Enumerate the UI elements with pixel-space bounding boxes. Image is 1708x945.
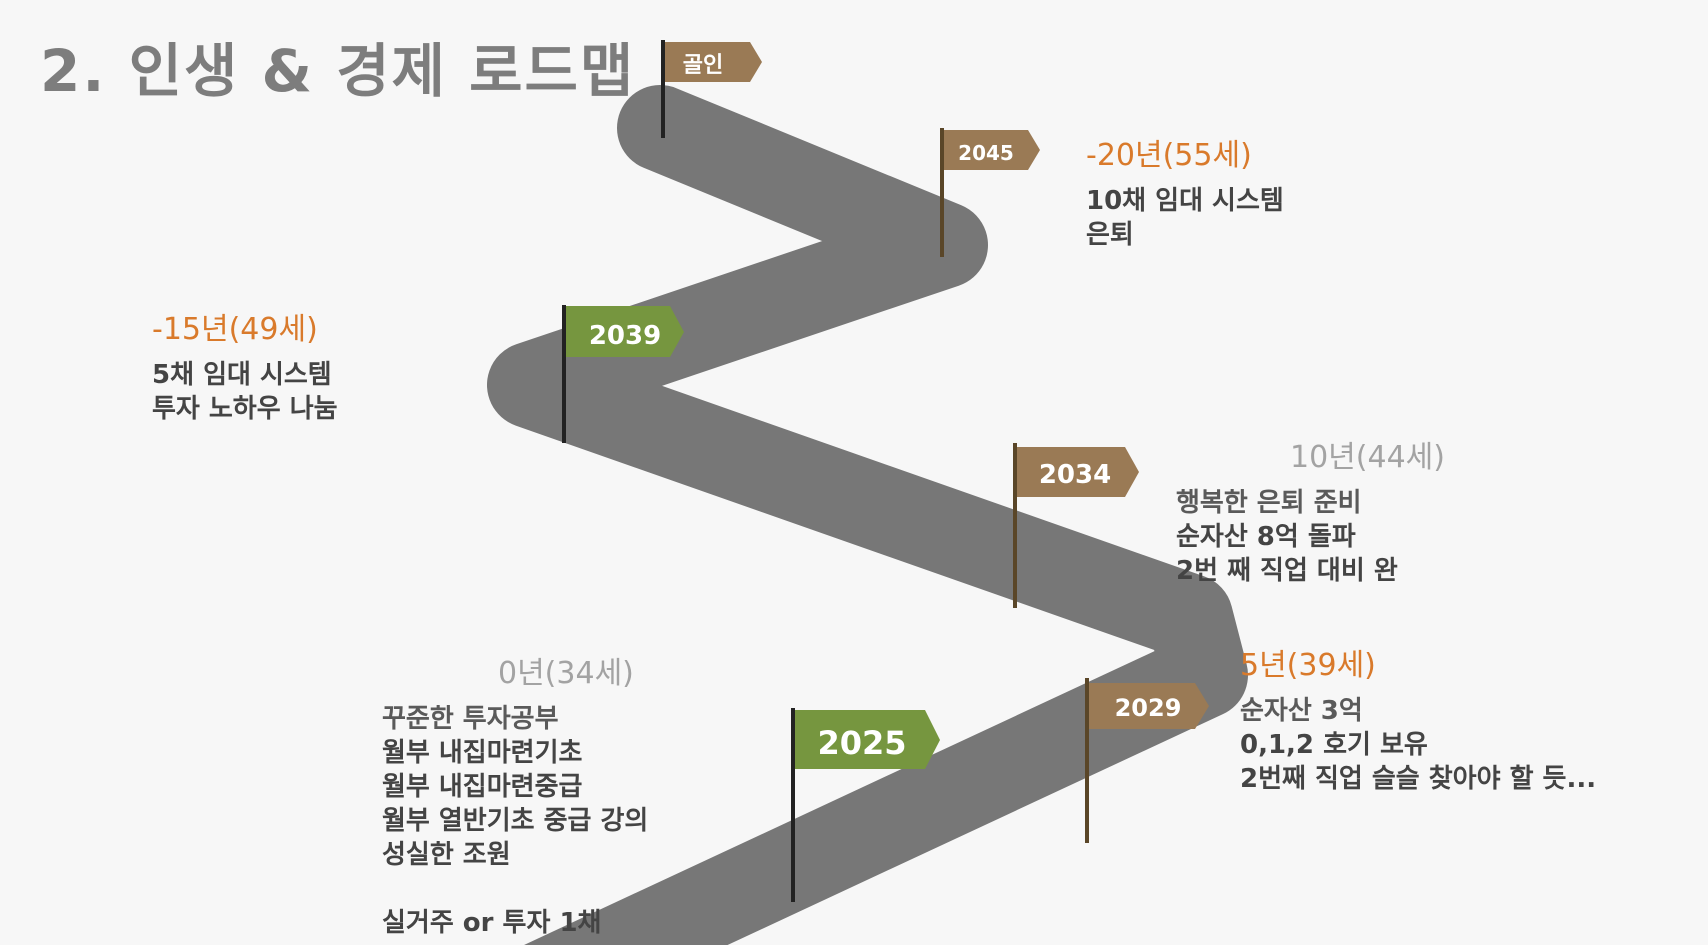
milestone-line: 성실한 조원 xyxy=(382,840,511,870)
milestone-line: 행복한 은퇴 준비 xyxy=(1176,488,1362,518)
milestone-line: 2번째 직업 슬슬 찾아야 할 듯... xyxy=(1240,764,1597,794)
milestone-20y: -20년(55세) 10채 임대 시스템 은퇴 xyxy=(1086,138,1284,252)
milestone-line: 은퇴 xyxy=(1086,220,1134,250)
milestone-line: 5채 임대 시스템 xyxy=(152,360,332,390)
flag-2039: 2039 xyxy=(562,305,684,443)
milestone-line: 순자산 8억 돌파 xyxy=(1176,522,1356,552)
flag-goal-label: 골인 xyxy=(683,53,723,78)
milestone-line: 실거주 or 투자 1채 xyxy=(382,908,602,938)
flag-2034: 2034 xyxy=(1013,443,1139,608)
milestone-line: 월부 내집마련중급 xyxy=(382,772,583,802)
flag-2034-banner xyxy=(1017,447,1139,497)
flag-2029: 2029 xyxy=(1085,678,1209,843)
milestone-line xyxy=(382,872,648,906)
flag-2029-banner xyxy=(1089,683,1209,729)
flag-2045-label: 2045 xyxy=(958,141,1014,165)
flag-2045: 2045 xyxy=(940,128,1040,257)
milestone-line: 2번 째 직업 대비 완 xyxy=(1176,556,1398,586)
flag-2029-label: 2029 xyxy=(1115,694,1182,722)
milestone-period: 5년(39세) xyxy=(1240,648,1376,683)
flag-goal-banner xyxy=(665,42,762,82)
milestone-line: 월부 내집마련기초 xyxy=(382,738,583,768)
milestone-line: 0,1,2 호기 보유 xyxy=(1240,730,1428,760)
milestone-0y: 0년(34세) 꾸준한 투자공부 월부 내집마련기초 월부 내집마련중급 월부 … xyxy=(382,656,648,940)
milestone-period: 0년(34세) xyxy=(498,656,634,691)
flag-2039-label: 2039 xyxy=(589,321,661,351)
flag-2025-label: 2025 xyxy=(817,724,906,762)
milestone-line: 꾸준한 투자공부 xyxy=(382,704,559,734)
flag-2034-label: 2034 xyxy=(1039,460,1111,490)
flag-2039-banner xyxy=(566,306,684,357)
milestone-period: 10년(44세) xyxy=(1290,440,1445,475)
page-title: 2. 인생 & 경제 로드맵 xyxy=(40,37,636,105)
flag-2025: 2025 xyxy=(791,708,940,902)
flag-2025-banner xyxy=(795,710,940,769)
milestone-line: 순자산 3억 xyxy=(1240,696,1363,726)
milestone-line: 투자 노하우 나눔 xyxy=(152,394,338,424)
milestone-line: 월부 열반기초 중급 강의 xyxy=(382,806,649,836)
milestone-line: 10채 임대 시스템 xyxy=(1086,186,1284,216)
milestone-period: -20년(55세) xyxy=(1086,138,1252,173)
milestone-15y: -15년(49세) 5채 임대 시스템 투자 노하우 나눔 xyxy=(152,312,338,426)
milestone-10y: 10년(44세) 행복한 은퇴 준비 순자산 8억 돌파 2번 째 직업 대비 … xyxy=(1176,440,1445,588)
flag-goal: 골인 xyxy=(661,40,762,138)
milestone-5y: 5년(39세) 순자산 3억 0,1,2 호기 보유 2번째 직업 슬슬 찾아야… xyxy=(1240,648,1596,796)
flag-2045-banner xyxy=(944,130,1040,170)
milestone-period: -15년(49세) xyxy=(152,312,318,347)
